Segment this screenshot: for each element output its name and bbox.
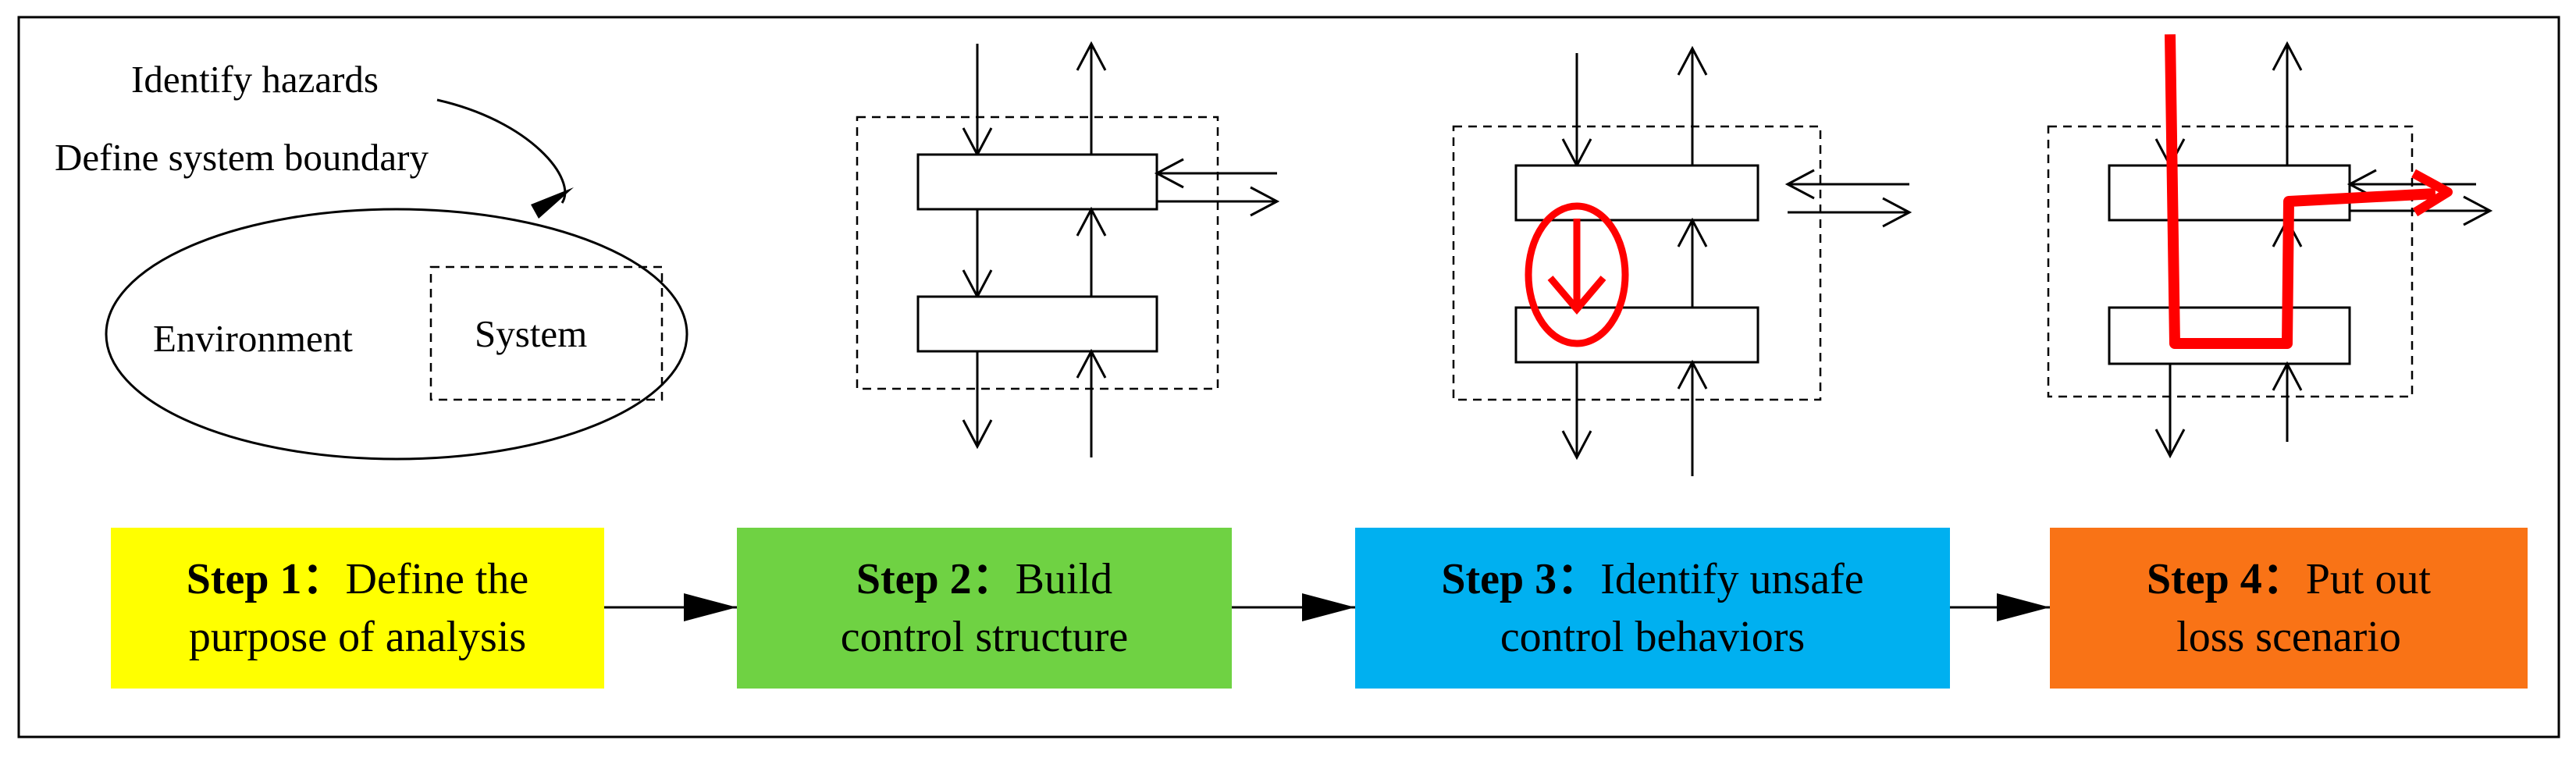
controller-block-4	[2108, 164, 2351, 222]
environment-label: Environment	[153, 317, 353, 360]
system-boundary-box	[429, 265, 664, 401]
step-3-line1: Identify unsafe	[1600, 555, 1863, 603]
step-4-line1: Put out	[2306, 555, 2432, 603]
loss-scenario-path	[2165, 34, 2436, 349]
step-1-title: Step 1：	[187, 555, 346, 603]
hazard-curve-arrow	[436, 98, 567, 204]
panel-loss-scenario	[2047, 34, 2493, 459]
step-4-background	[2050, 528, 2528, 689]
outer-frame	[17, 16, 2560, 738]
step-3-box: Step 3：Identify unsafe control behaviors	[1355, 528, 1950, 689]
step-1-line2: purpose of analysis	[189, 613, 526, 661]
step-3-background	[1355, 528, 1950, 689]
unsafe-action-highlight	[1525, 202, 1629, 347]
structure-boundary-3	[1452, 125, 1822, 401]
controller-block	[916, 153, 1158, 211]
step-2-box: Step 2：Build control structure	[737, 528, 1232, 689]
step-1-background	[111, 528, 604, 689]
svg-text:Step 4：Put out: Step 4：Put out	[2147, 555, 2432, 603]
panel-system-boundary: Identify hazards Define system boundary …	[55, 58, 688, 461]
step-4-box: Step 4：Put out loss scenario	[2050, 528, 2528, 689]
step-3-line2: control behaviors	[1500, 613, 1805, 661]
step-1-box: Step 1：Define the purpose of analysis	[111, 528, 604, 689]
step-2-line2: control structure	[841, 613, 1129, 661]
svg-text:Step 3：Identify unsafe: Step 3：Identify unsafe	[1441, 555, 1863, 603]
panel-control-structure	[856, 41, 1280, 457]
identify-hazards-label: Identify hazards	[131, 58, 379, 101]
step-4-title: Step 4：	[2147, 555, 2306, 603]
define-boundary-label: Define system boundary	[55, 136, 429, 179]
step-3-title: Step 3：	[1441, 555, 1600, 603]
step-4-line2: loss scenario	[2176, 613, 2401, 661]
environment-ellipse	[105, 208, 688, 461]
panel-unsafe-control	[1452, 45, 1912, 476]
process-block	[916, 295, 1158, 353]
process-block-4	[2108, 306, 2351, 365]
hazard-arrowhead	[531, 187, 574, 219]
step-2-background	[737, 528, 1232, 689]
step-1-line1: Define the	[346, 555, 529, 603]
step-2-line1: Build	[1016, 555, 1112, 603]
structure-boundary-4	[2047, 125, 2414, 398]
system-label: System	[475, 312, 587, 355]
structure-boundary	[856, 116, 1219, 390]
svg-text:Step 2：Build: Step 2：Build	[856, 555, 1112, 603]
step-2-title: Step 2：	[856, 555, 1016, 603]
svg-text:Step 1：Define the: Step 1：Define the	[187, 555, 529, 603]
